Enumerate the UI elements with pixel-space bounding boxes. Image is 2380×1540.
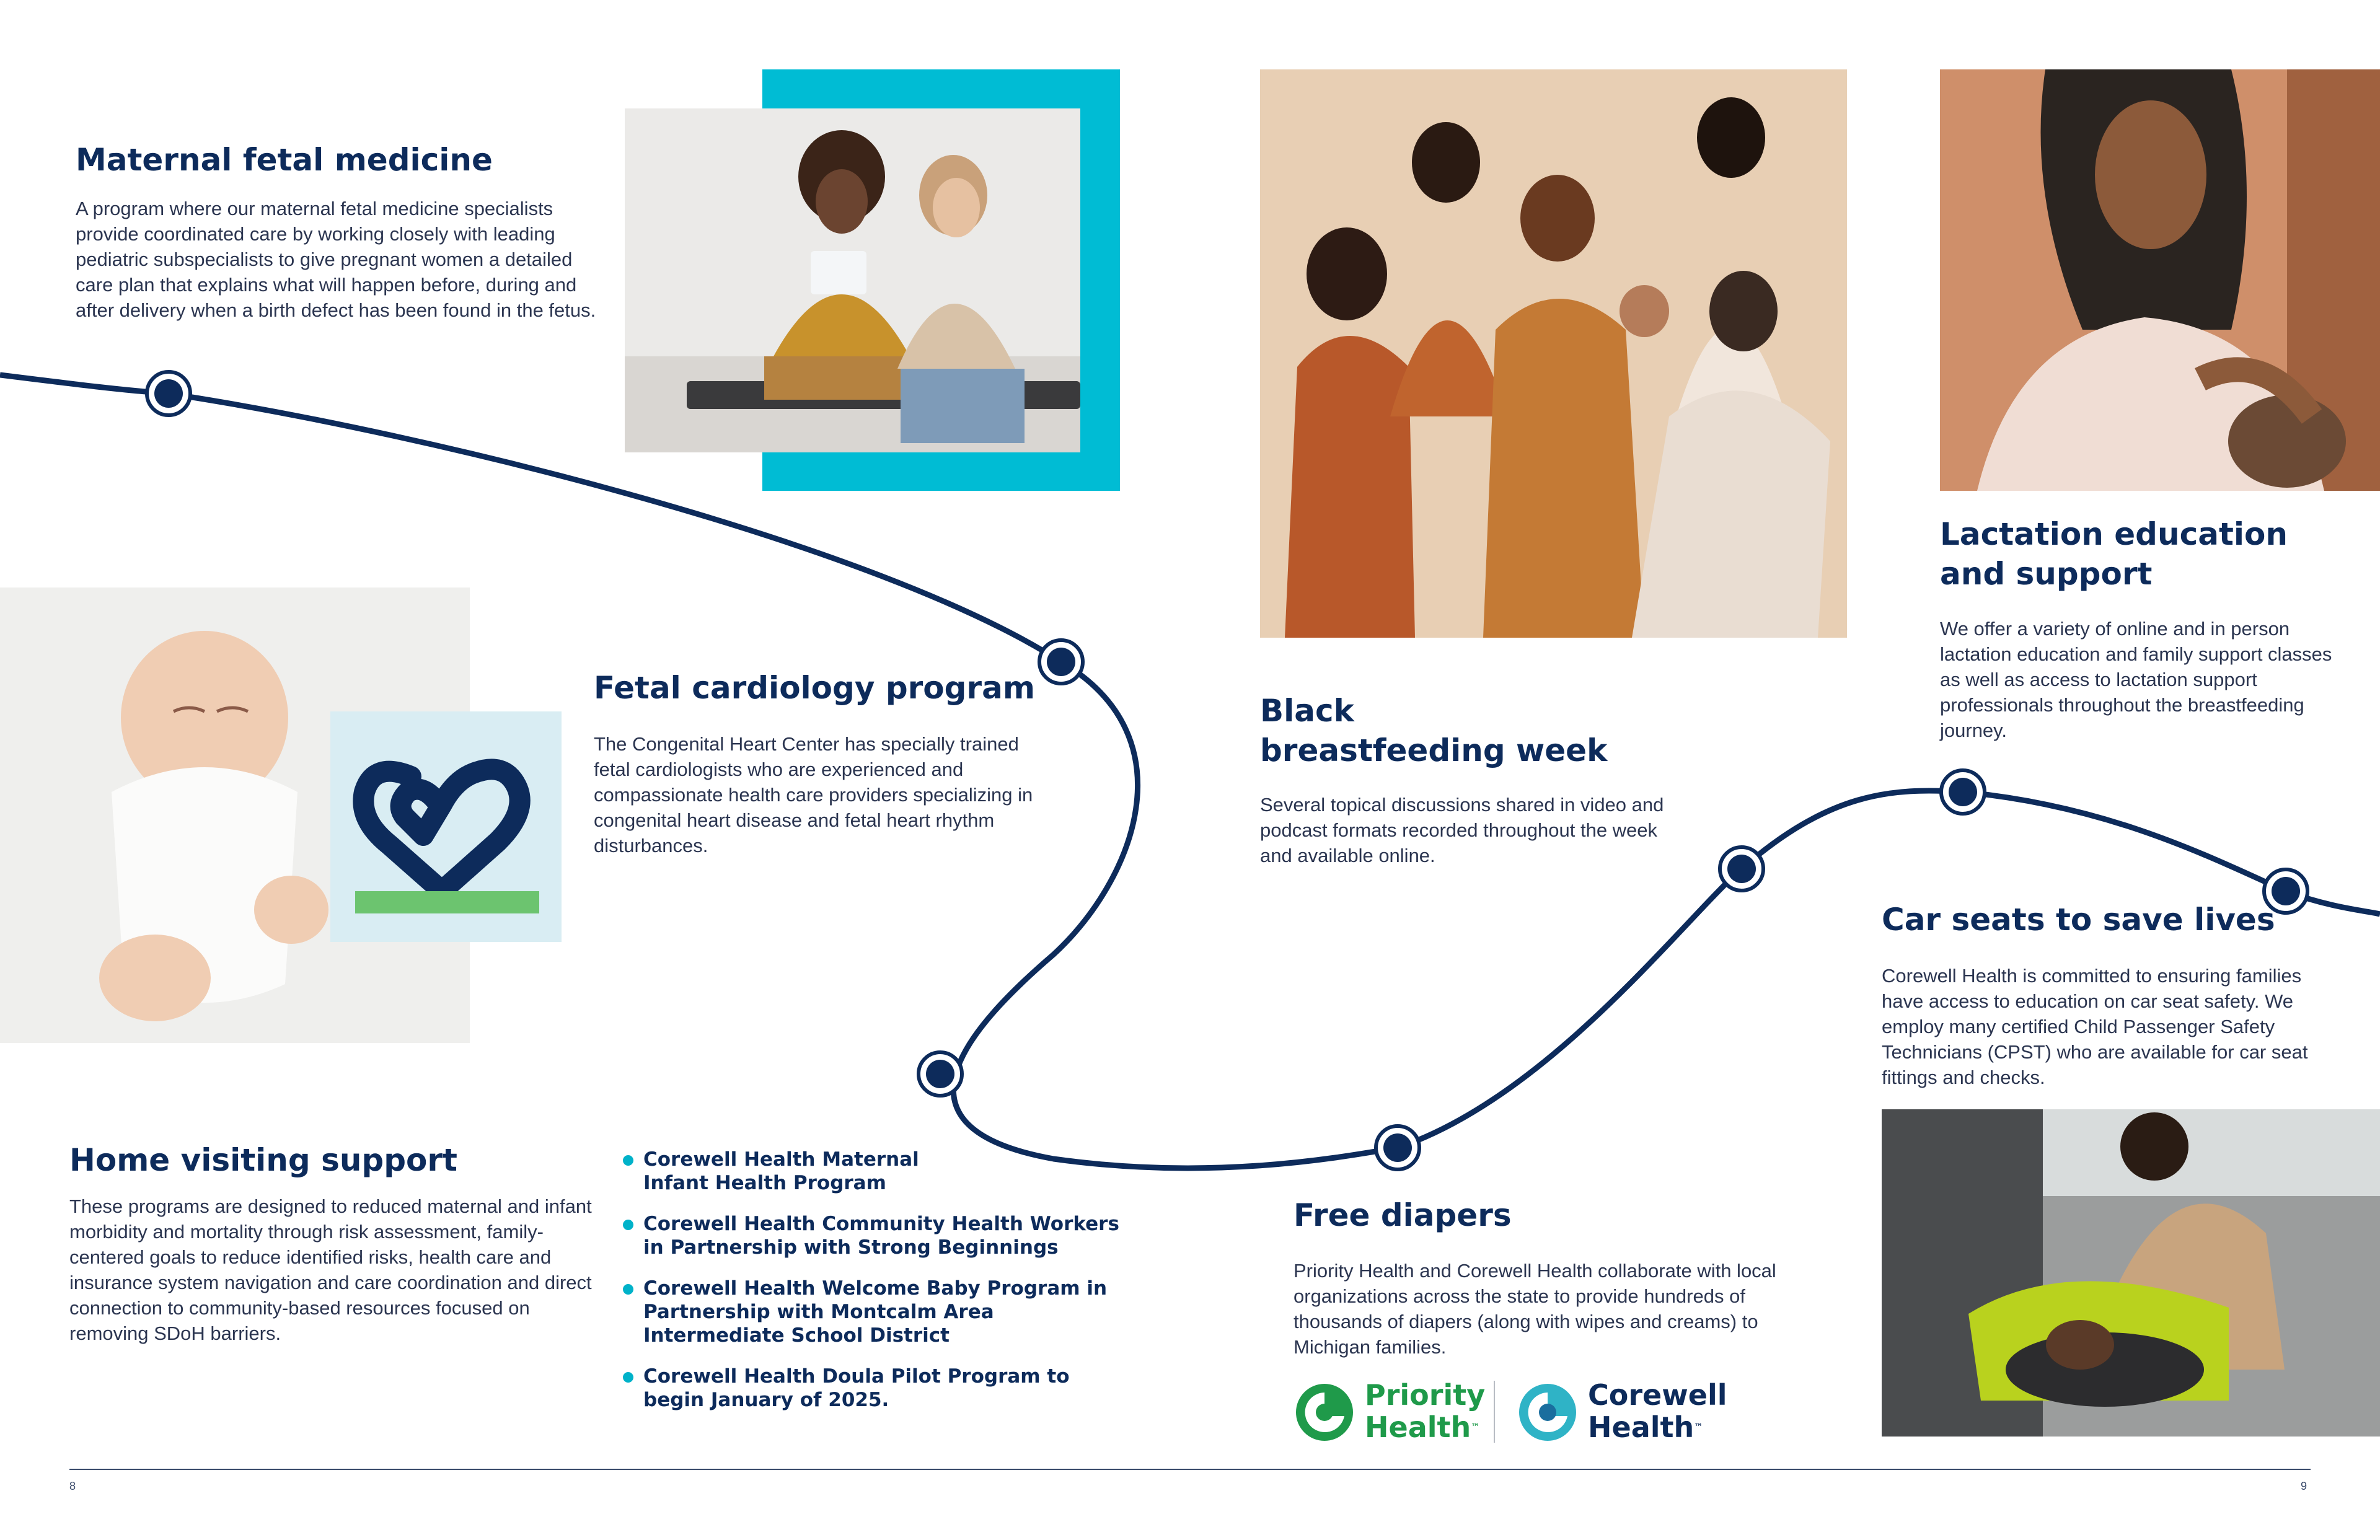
footer-rule [69, 1469, 2311, 1470]
cardiology-title: Fetal cardiology program [594, 670, 1035, 706]
diapers-title: Free diapers [1294, 1197, 1512, 1233]
newborn-baby-photo [0, 587, 470, 1043]
maternal-title: Maternal fetal medicine [76, 142, 493, 178]
heart-logo-card [330, 711, 562, 942]
timeline-node [2262, 868, 2309, 915]
breastfeeding-title-line1: Black [1260, 693, 1354, 729]
doctor-patient-photo [625, 108, 1080, 452]
list-item: Corewell Health Welcome Baby Program in … [623, 1277, 1263, 1347]
corewell-health-mark-icon [1519, 1384, 1576, 1441]
page-number-right: 9 [2301, 1480, 2307, 1492]
timeline-node [1939, 768, 1986, 816]
list-item: Corewell Health Maternal Infant Health P… [623, 1148, 1263, 1195]
priority-logo-line2: Health [1365, 1410, 1471, 1444]
corewell-logo-line2: Health [1588, 1410, 1695, 1444]
car-seats-title: Car seats to save lives [1882, 902, 2275, 938]
timeline-node [1038, 638, 1085, 685]
home-visiting-body: These programs are designed to reduced m… [69, 1195, 592, 1344]
heart-icon [353, 759, 539, 913]
home-visiting-title: Home visiting support [69, 1142, 457, 1178]
bullet-dot [623, 1284, 633, 1295]
timeline-node [1718, 845, 1765, 892]
lactation-title-line1: Lactation education [1940, 516, 2288, 552]
cardiology-body: The Congenital Heart Center has speciall… [594, 733, 1033, 856]
timeline-node [917, 1050, 964, 1098]
trademark-symbol: ™ [1694, 1422, 1703, 1432]
breastfeeding-body: Several topical discussions shared in vi… [1260, 794, 1664, 866]
priority-health-logo: Priority Health™ [1294, 1379, 1485, 1447]
list-item: Corewell Health Community Health Workers… [623, 1212, 1263, 1259]
page-number-left: 8 [69, 1480, 76, 1492]
breastfeeding-title-line2: breastfeeding week [1260, 733, 1608, 768]
corewell-logo-line1: Corewell [1588, 1378, 1727, 1412]
list-item: Corewell Health Doula Pilot Program to b… [623, 1365, 1263, 1412]
car-seat-photo [1882, 1109, 2380, 1437]
mothers-group-photo [1260, 69, 1847, 638]
corewell-health-logo: Corewell Health™ [1517, 1379, 1727, 1447]
diapers-body: Priority Health and Corewell Health coll… [1294, 1260, 1776, 1358]
logo-divider [1494, 1381, 1495, 1443]
trademark-symbol: ™ [1471, 1422, 1480, 1432]
bullet-dot [623, 1220, 633, 1230]
lactation-body: We offer a variety of online and in pers… [1940, 618, 2332, 741]
lactation-title-line2: and support [1940, 556, 2153, 592]
timeline-node [1374, 1124, 1421, 1171]
bullet-dot [623, 1155, 633, 1166]
car-seats-body: Corewell Health is committed to ensuring… [1882, 965, 2308, 1088]
nursing-mother-photo [1940, 69, 2380, 491]
priority-logo-line1: Priority [1365, 1378, 1486, 1412]
maternal-body: A program where our maternal fetal medic… [76, 198, 596, 321]
timeline-node [145, 370, 192, 417]
priority-health-mark-icon [1296, 1384, 1353, 1441]
bullet-dot [623, 1372, 633, 1383]
